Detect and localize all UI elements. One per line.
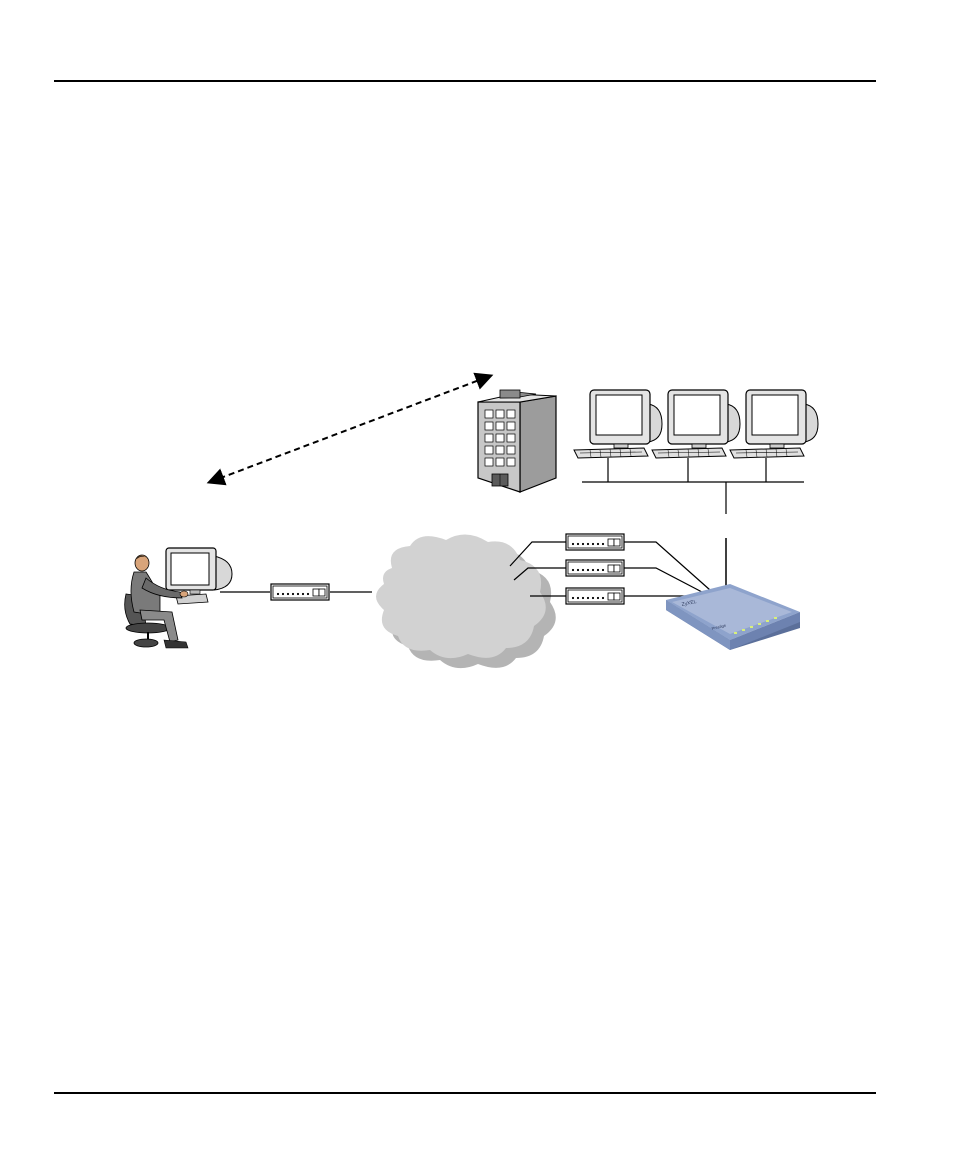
modem-icon <box>566 534 624 550</box>
person-at-computer-icon <box>125 548 232 648</box>
desktop-computer-icon <box>652 390 740 458</box>
modem-icon <box>271 584 329 600</box>
vpn-dashed-link <box>210 376 490 482</box>
router-icon: ZyXEL Prestige <box>666 584 800 650</box>
desktop-computer-icon <box>730 390 818 458</box>
building-icon <box>478 390 556 492</box>
lan-bus <box>582 458 804 514</box>
modem-icon <box>566 560 624 576</box>
desktop-computer-icon <box>574 390 662 458</box>
modem-icon <box>566 588 624 604</box>
cloud-icon <box>376 534 556 668</box>
